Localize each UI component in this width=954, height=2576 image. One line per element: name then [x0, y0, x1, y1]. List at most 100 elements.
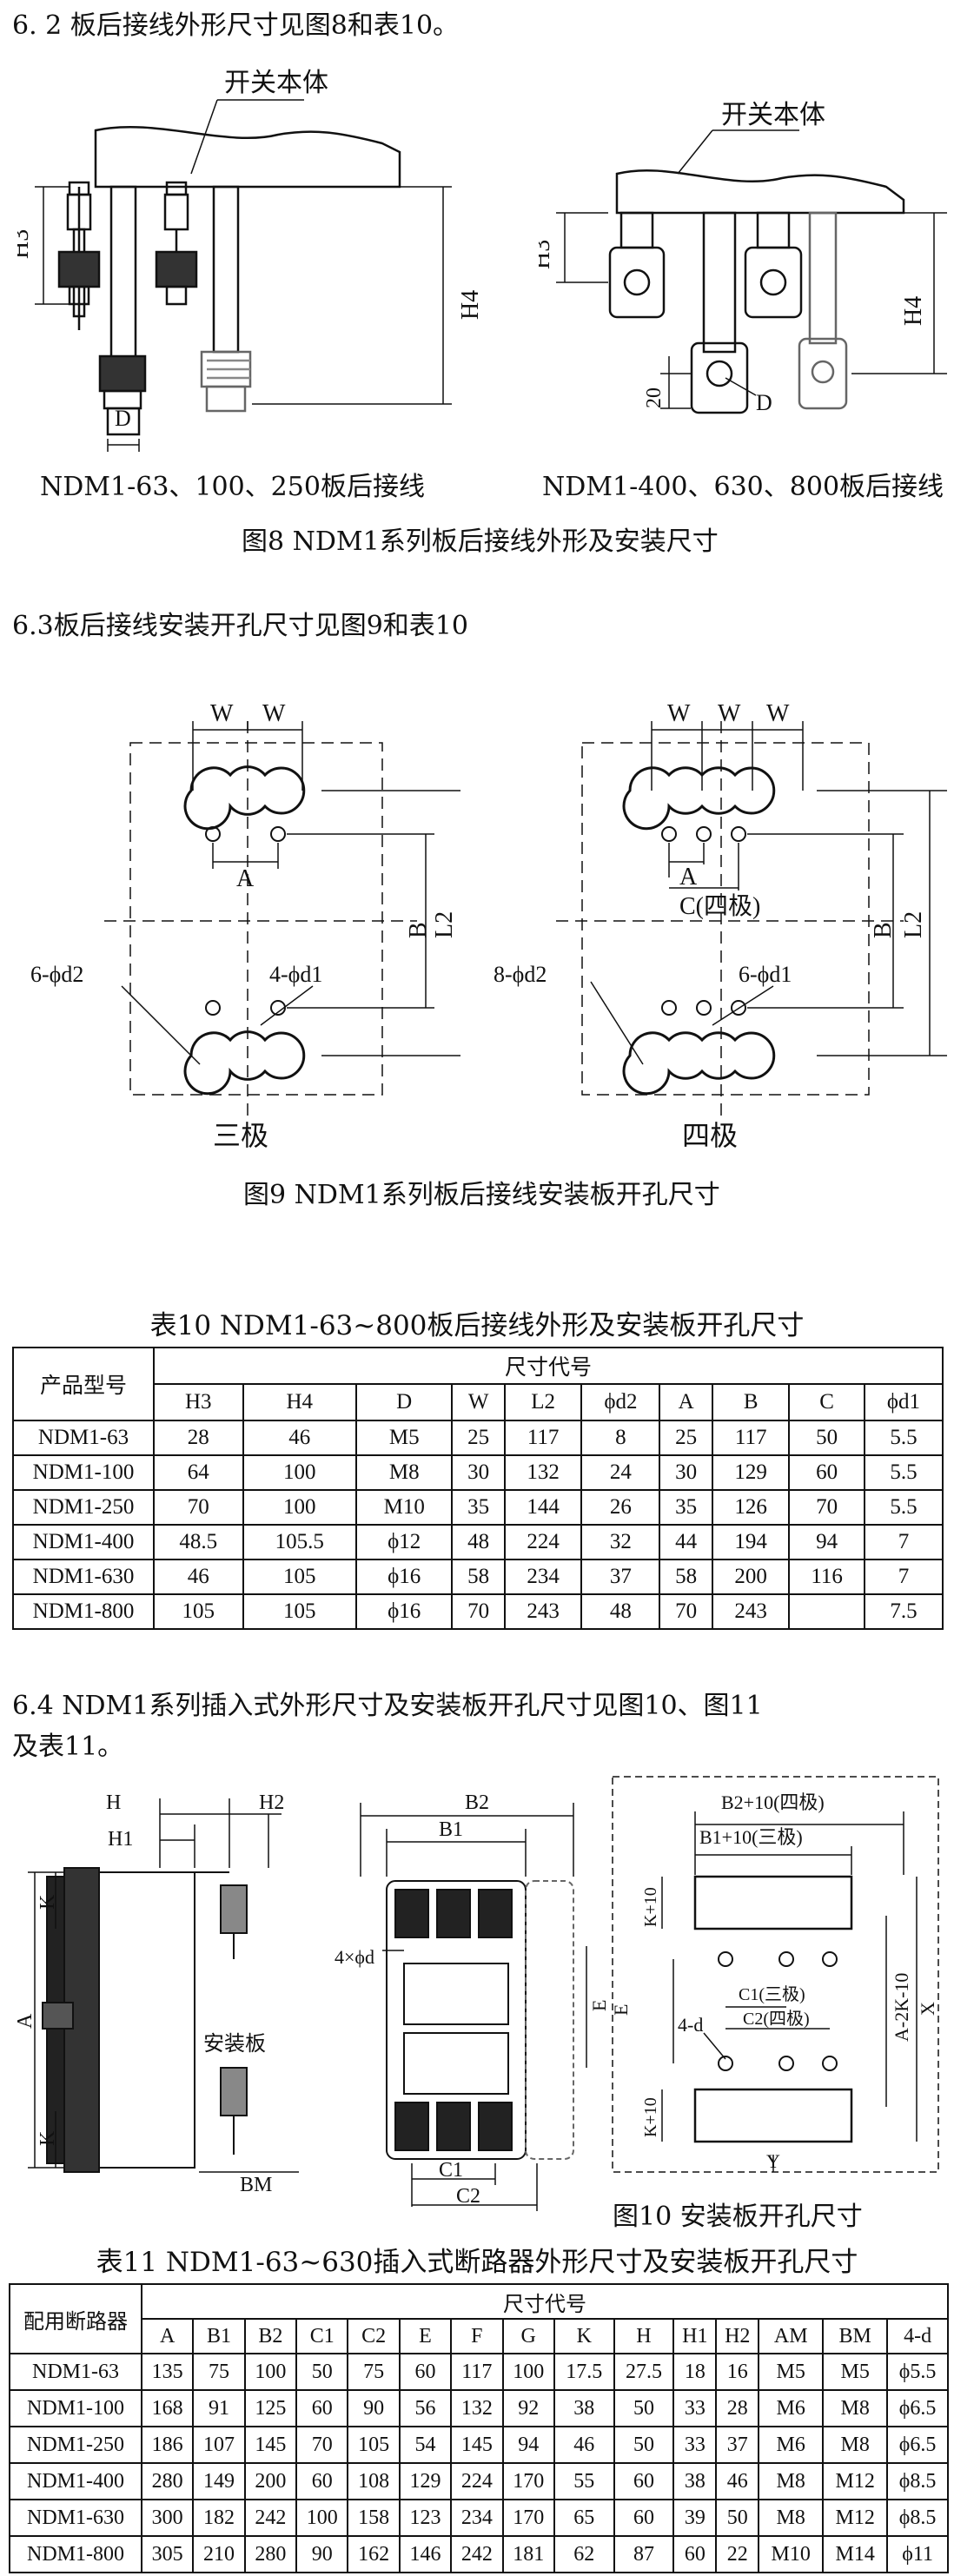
table-cell: 48 — [451, 1524, 506, 1560]
h-label: H — [106, 1791, 121, 1814]
four-pole-label: 四极 — [682, 1120, 738, 1151]
d1-label: 4-ϕd1 — [269, 962, 322, 987]
table-cell — [788, 1593, 865, 1630]
table-cell: M5 — [758, 2353, 825, 2391]
figure-10-cutout-view: B2+10(四极) B1+10(三极) K+10 K+10 C1(三极) C2(… — [610, 1776, 939, 2173]
table10-col-header: ϕd1 — [863, 1383, 944, 1421]
table-cell: 125 — [243, 2389, 298, 2427]
a-label: A — [14, 2013, 36, 2029]
table-cell: NDM1-400 — [9, 2462, 142, 2500]
table10: 产品型号 尺寸代号 H3 H4 D W L2 ϕd2 A B C ϕd1 NDM… — [12, 1347, 944, 1630]
table-cell: 234 — [503, 1559, 583, 1595]
table-cell: 145 — [450, 2426, 504, 2464]
table-cell: 117 — [450, 2353, 504, 2391]
h1-label: H1 — [108, 1828, 133, 1851]
figure-10-front-view: B2 B1 4×ϕd E C1 C2 — [335, 1791, 610, 2211]
d1-label: 6-ϕd1 — [739, 962, 792, 987]
table-cell: 132 — [503, 1454, 583, 1491]
h2-label: H2 — [259, 1791, 284, 1814]
table-cell: 50 — [788, 1420, 865, 1456]
table-cell: 242 — [450, 2535, 504, 2573]
table10-col-header: W — [451, 1383, 506, 1421]
table11-col-header: A — [140, 2318, 195, 2354]
table-cell: 17.5 — [553, 2353, 615, 2391]
table-cell: 116 — [788, 1559, 865, 1595]
table-cell: 100 — [295, 2499, 349, 2537]
table-cell: 56 — [398, 2389, 453, 2427]
table-cell: 170 — [501, 2462, 555, 2500]
table11-group-header: 尺寸代号 — [141, 2283, 949, 2320]
table-cell: M8 — [355, 1454, 454, 1491]
table-cell: 126 — [711, 1489, 791, 1526]
table-cell: 135 — [140, 2353, 195, 2391]
table-cell: M5 — [355, 1420, 454, 1456]
table-cell: 37 — [580, 1559, 661, 1595]
hole-label: 4×ϕd — [335, 1946, 374, 1968]
table-cell: 242 — [243, 2499, 298, 2537]
table-cell: 60 — [295, 2389, 349, 2427]
dim-h4-left: H4 — [457, 290, 484, 320]
fig8-left-caption: NDM1-63、100、250板后接线 — [40, 472, 425, 502]
table-cell: 27.5 — [613, 2353, 675, 2391]
table-cell: 182 — [192, 2499, 246, 2537]
table-cell: 46 — [553, 2426, 615, 2464]
table-cell: 7 — [863, 1559, 944, 1595]
table-cell: 33 — [672, 2389, 718, 2427]
table-cell: 5.5 — [863, 1420, 944, 1456]
table-cell: 117 — [503, 1420, 583, 1456]
table11-col-header: H1 — [672, 2318, 718, 2354]
dim-20-right: 20 — [643, 387, 666, 408]
table11-col-header: B2 — [243, 2318, 298, 2354]
table-cell: 5.5 — [863, 1454, 944, 1491]
fig8-right-caption: NDM1-400、630、800板后接线 — [542, 472, 944, 502]
table11-col-header: C2 — [347, 2318, 401, 2354]
table-cell: M10 — [355, 1489, 454, 1526]
c-label: C(四极) — [679, 892, 760, 920]
table-cell: 65 — [553, 2499, 615, 2537]
bm-label: BM — [240, 2174, 272, 2196]
section-6-2-heading: 6. 2 板后接线外形尺寸见图8和表10。 — [12, 10, 460, 41]
table-cell: 38 — [553, 2389, 615, 2427]
table11-col-header: F — [450, 2318, 504, 2354]
cutout-ak-label: A-2K-10 — [891, 1973, 912, 2042]
table-cell: 70 — [153, 1489, 244, 1526]
table-cell: 30 — [659, 1454, 713, 1491]
table-cell: 70 — [451, 1593, 506, 1630]
d2-label: 6-ϕd2 — [30, 962, 83, 987]
table-cell: 48.5 — [153, 1524, 244, 1560]
body-label-left: 开关本体 — [224, 69, 328, 97]
table-cell: 60 — [672, 2535, 718, 2573]
dim-h3-right: H3 — [539, 240, 555, 269]
table-cell: NDM1-400 — [12, 1524, 155, 1560]
table-cell: 305 — [140, 2535, 195, 2573]
table-cell: 210 — [192, 2535, 246, 2573]
table-cell: 46 — [153, 1559, 244, 1595]
table-cell: 243 — [503, 1593, 583, 1630]
table-cell: ϕ6.5 — [886, 2426, 949, 2464]
b2-label: B2 — [465, 1791, 489, 1814]
table11-col-header: 4-d — [886, 2318, 949, 2354]
table-cell: 105 — [347, 2426, 401, 2464]
k-label-top: K — [36, 1894, 59, 1910]
table-cell: 25 — [451, 1420, 506, 1456]
table-cell: 25 — [659, 1420, 713, 1456]
table-cell: 50 — [613, 2426, 675, 2464]
dim-d-left: D — [115, 406, 131, 431]
table-cell: 28 — [715, 2389, 760, 2427]
table-cell: 158 — [347, 2499, 401, 2537]
body-label-right: 开关本体 — [721, 101, 825, 129]
figure-8-right-diagram: 开关本体 H3 H4 20 D — [539, 101, 947, 415]
table-cell: M5 — [822, 2353, 889, 2391]
figure-8-left-diagram: 开关本体 H3 H4 D — [17, 69, 484, 452]
table-cell: 64 — [153, 1454, 244, 1491]
d2-label: 8-ϕd2 — [494, 962, 547, 987]
c2-label: C2 — [456, 2185, 480, 2208]
b1-label: B1 — [439, 1818, 463, 1841]
table-cell: 54 — [398, 2426, 453, 2464]
figure-9-four-pole-diagram: W W W A C(四极) B L2 8-ϕd2 6-ϕd1 四极 — [494, 700, 947, 1151]
table-cell: 58 — [451, 1559, 506, 1595]
